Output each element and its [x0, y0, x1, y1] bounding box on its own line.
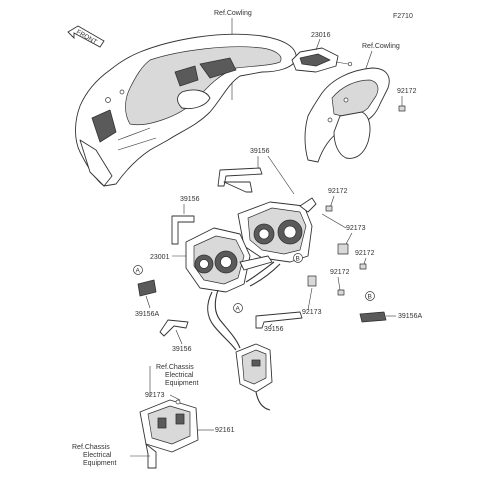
label-23001: 23001	[150, 254, 170, 261]
tube-39156-top	[217, 167, 263, 193]
callout-a-label: A	[136, 268, 141, 275]
ref-chassis-1-line-3: Equipment	[165, 380, 199, 387]
clip-92173-a	[337, 243, 349, 255]
label-92172-d: 92172	[330, 269, 350, 276]
part-23016-lamp	[291, 47, 353, 73]
ref-chassis-2-line-3: Equipment	[83, 460, 117, 467]
label-39156A-right: 39156A	[398, 313, 422, 320]
wiring-harness	[207, 261, 281, 351]
callout-b-marker	[293, 253, 303, 263]
label-39156-left: 39156	[180, 196, 200, 203]
tube-39156-left	[171, 215, 195, 245]
ref-cowling-top-label: Ref.Cowling	[214, 10, 252, 17]
callout-a-marker-2	[233, 303, 243, 313]
figure-code: F2710	[393, 13, 413, 20]
screw-icon	[337, 289, 345, 296]
label-92173-b: 92173	[302, 309, 322, 316]
label-92173-c: 92173	[145, 392, 165, 399]
callout-a-label-2: A	[236, 306, 241, 313]
grommet-39156A-left	[137, 279, 157, 297]
front-arrow-icon: FRONT	[67, 25, 105, 48]
ref-chassis-1-line-1: Ref.Chassis	[156, 364, 194, 371]
tube-39156-lower-right	[255, 311, 303, 329]
label-23016: 23016	[311, 32, 331, 39]
label-39156A-left: 39156A	[135, 311, 159, 318]
callout-b-marker-2	[365, 291, 375, 301]
callout-b-label-2: B	[368, 294, 372, 301]
grommet-39156A-right	[359, 311, 387, 323]
label-39156-lower: 39156	[172, 346, 192, 353]
ref-cowling-right-label: Ref.Cowling	[362, 43, 400, 50]
ref-chassis-2-line-1: Ref.Chassis	[72, 444, 110, 451]
screw-icon	[325, 205, 333, 212]
callout-a-marker	[133, 265, 143, 275]
label-92173-a: 92173	[346, 225, 366, 232]
cowling-part	[75, 33, 297, 187]
tube-39156-lower-left	[159, 319, 189, 337]
clip-icon	[307, 275, 317, 287]
connector-box-part	[235, 343, 273, 411]
headlight-left-part	[185, 227, 273, 293]
label-39156-top: 39156	[250, 148, 270, 155]
label-92172-a: 92172	[397, 88, 417, 95]
label-92172-b: 92172	[328, 188, 348, 195]
callout-b-label: B	[296, 256, 300, 263]
ref-chassis-1-line-2: Electrical	[165, 372, 194, 379]
screw-icon	[359, 263, 367, 270]
headlight-right-part	[237, 197, 317, 263]
bracket-92161-part	[139, 399, 199, 469]
screw-icon	[398, 105, 406, 112]
label-39156-bottom: 39156	[264, 326, 284, 333]
ref-chassis-2-line-2: Electrical	[83, 452, 112, 459]
label-92172-c: 92172	[355, 250, 375, 257]
right-cowling-part	[304, 67, 390, 163]
label-92161: 92161	[215, 427, 235, 434]
